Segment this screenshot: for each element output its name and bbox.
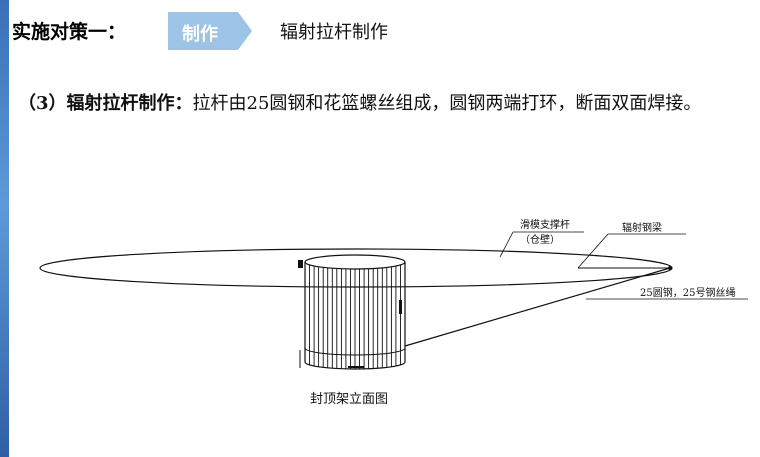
figure-caption: 封顶架立面图	[310, 392, 389, 407]
paragraph-body: 拉杆由25圆钢和花篮螺丝组成，圆钢两端打环，断面双面焊接。	[192, 93, 702, 114]
cylinder-frame	[298, 254, 406, 370]
anchor-point	[668, 266, 672, 270]
tag-arrow-shape	[168, 12, 252, 50]
tag-label: 制作	[182, 24, 218, 45]
description-paragraph: （3）辐射拉杆制作：拉杆由25圆钢和花篮螺丝组成，圆钢两端打环，断面双面焊接。	[18, 90, 748, 117]
left-decorative-band	[0, 0, 9, 457]
tag-badge: 制作	[168, 12, 252, 50]
section-title: 实施对策一：	[12, 21, 127, 43]
label-support: 滑模支撑杆	[520, 220, 570, 231]
section-subtitle: 辐射拉杆制作	[280, 22, 388, 43]
label-beam: 辐射钢梁	[622, 223, 662, 234]
leader-support	[499, 231, 514, 258]
leader-beam	[577, 233, 609, 269]
tension-rod-line	[404, 267, 671, 347]
label-rod: 25圆钢，25号钢丝绳	[640, 288, 736, 299]
label-support-sub: （仓壁）	[520, 235, 560, 246]
paragraph-lead: （3）辐射拉杆制作：	[18, 93, 193, 114]
